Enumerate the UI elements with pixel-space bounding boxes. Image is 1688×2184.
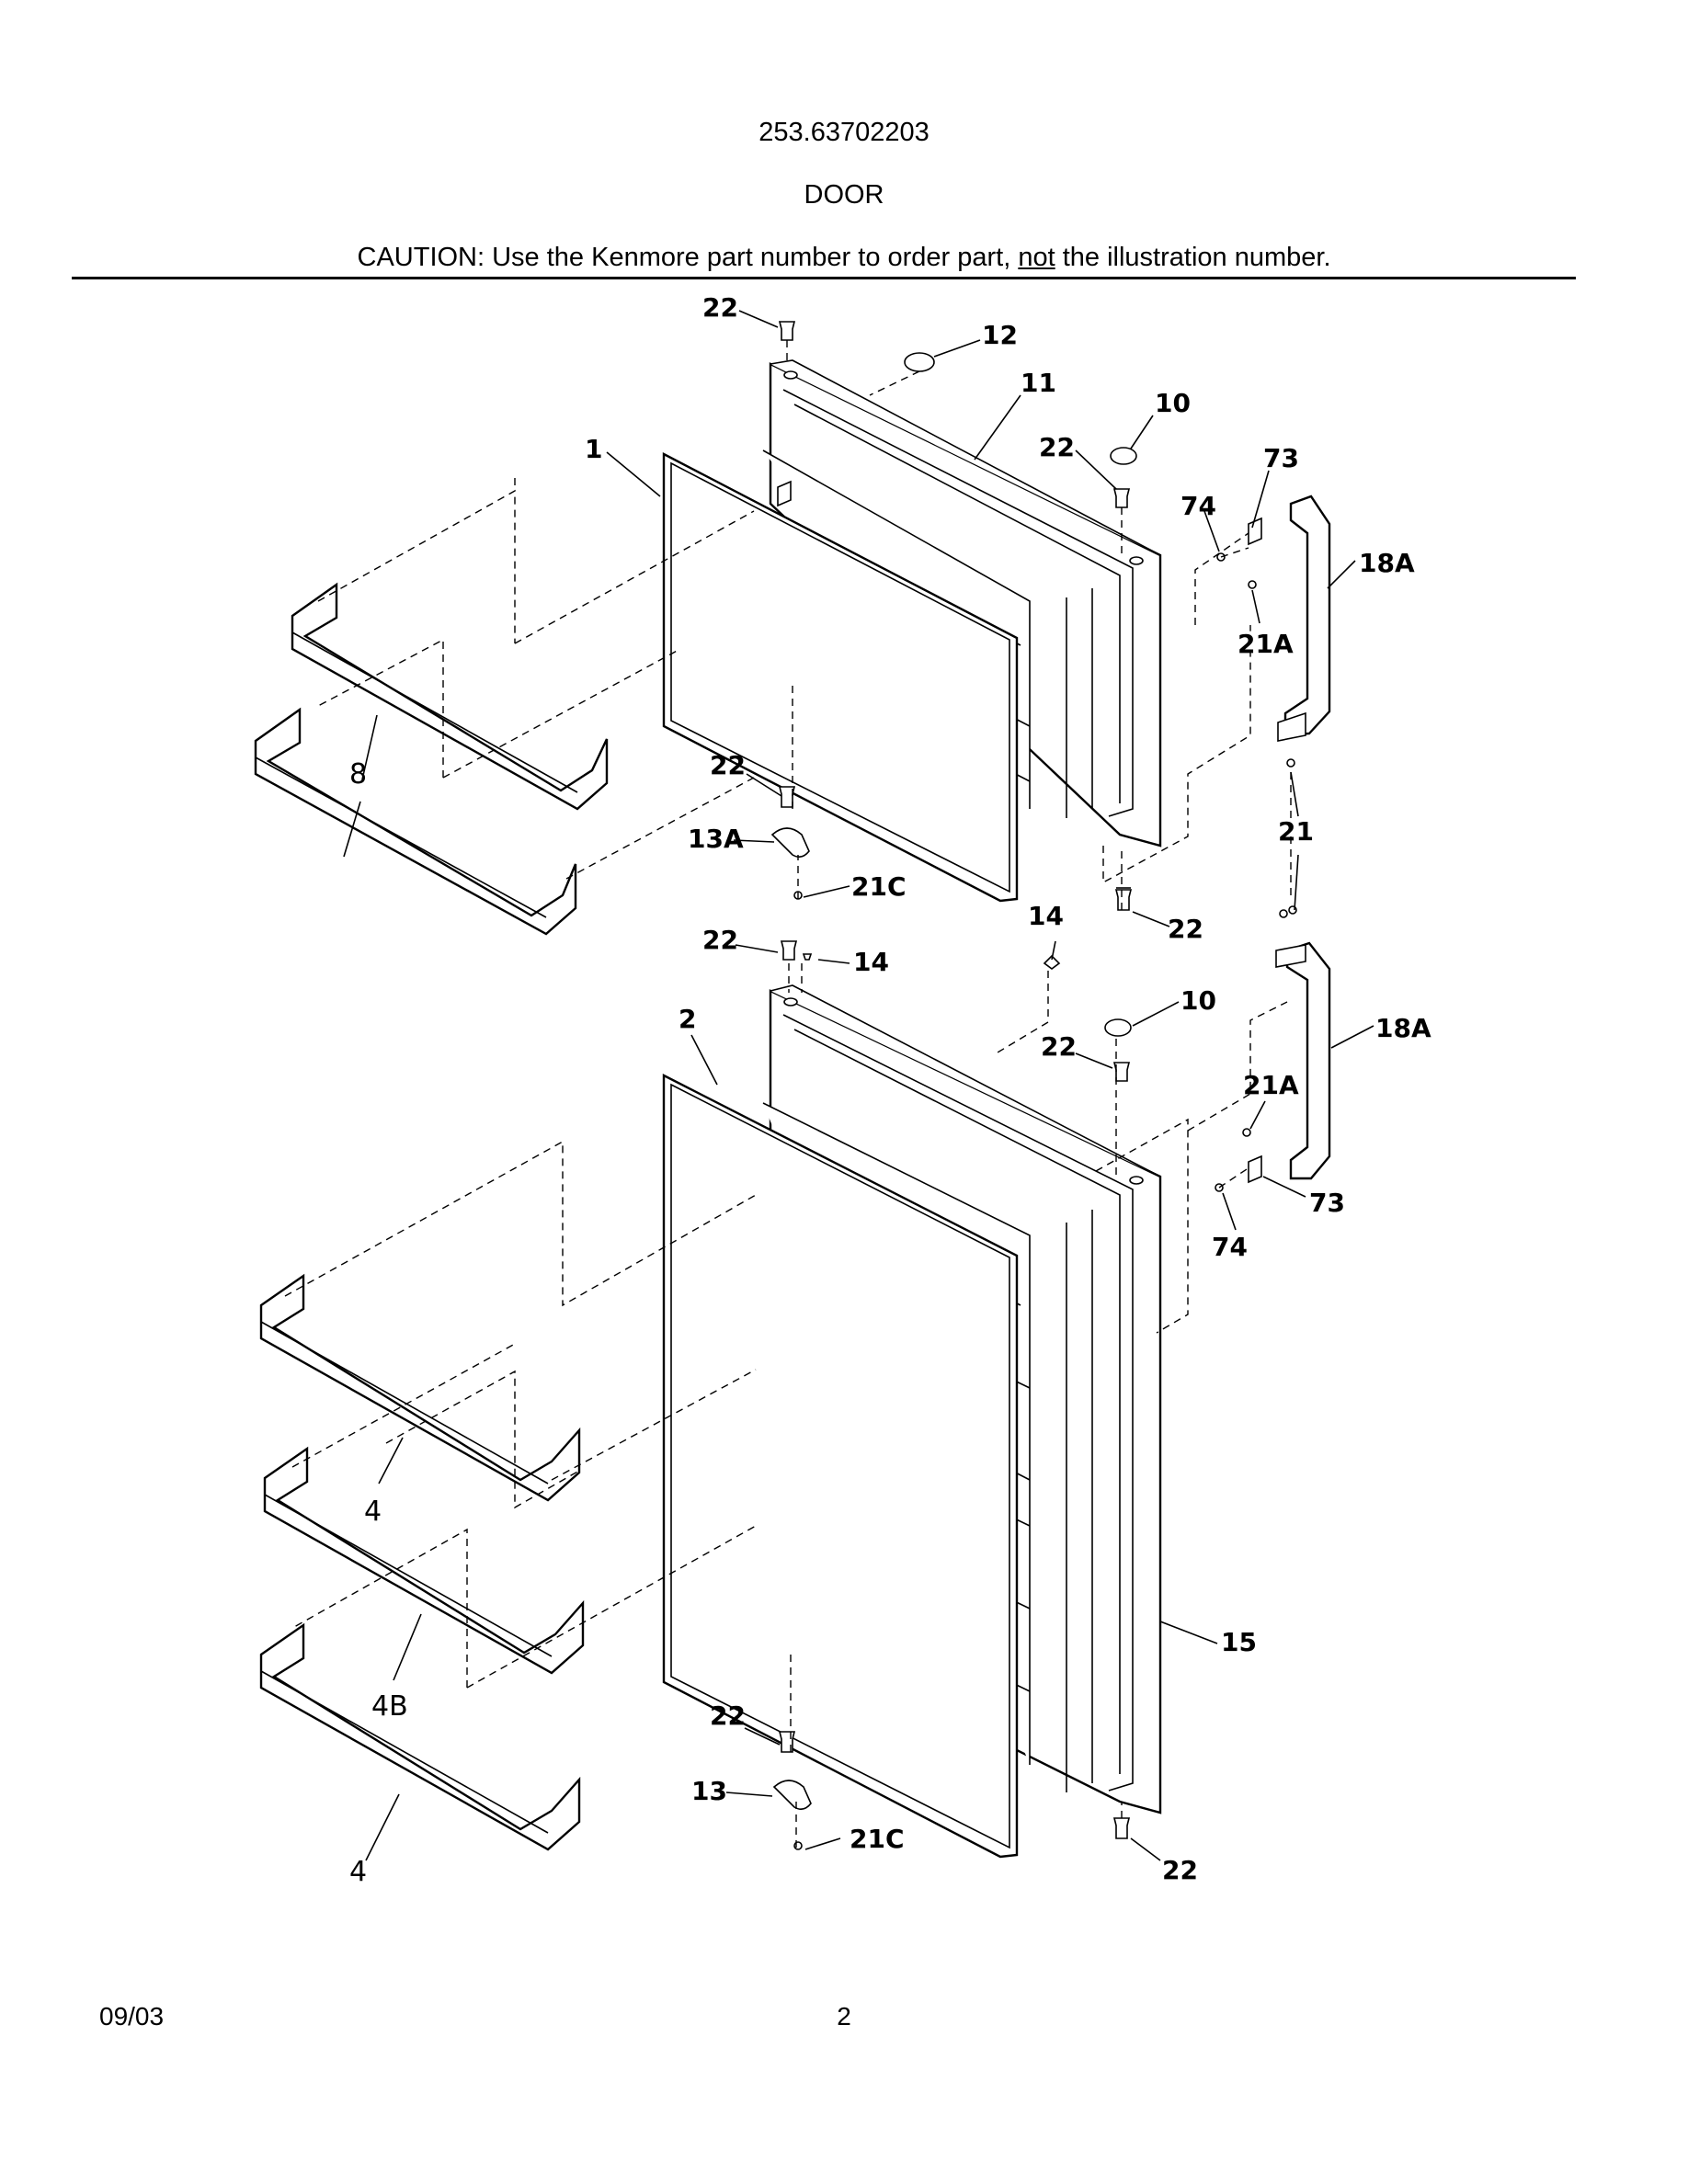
freezer-shelf-lower	[254, 707, 577, 936]
freezer-shelf-upper	[291, 582, 609, 811]
callout-21a-upper: 21A	[1237, 629, 1294, 659]
handle-upper	[1277, 495, 1331, 742]
callout-10-plug: 10	[1155, 388, 1191, 418]
callout-22-lower-right: 22	[1041, 1031, 1077, 1062]
callout-73-clip-lower: 73	[1309, 1188, 1345, 1218]
callout-2-fresh-gasket: 2	[679, 1004, 696, 1034]
callout-21c-lower: 21C	[850, 1824, 905, 1854]
callout-4-shelf-bottom: 4	[349, 1856, 367, 1888]
section-title: DOOR	[804, 180, 884, 210]
callout-4-shelf-top: 4	[364, 1496, 382, 1528]
callout-18a-handle-upper: 18A	[1359, 548, 1415, 578]
callout-22-mid-left: 22	[710, 750, 746, 780]
callout-22-bottom-left: 22	[710, 1701, 746, 1731]
callout-73-clip-upper: 73	[1263, 443, 1299, 473]
footer-date: 09/03	[99, 2002, 165, 2030]
door-shelf-4-top	[259, 1273, 581, 1502]
fresh-food-gasket	[662, 1074, 1019, 1859]
freezer-gasket	[662, 452, 1019, 903]
callout-4b-shelf: 4B	[371, 1690, 408, 1723]
caution-suffix: the illustration number.	[1055, 243, 1331, 272]
callout-15-fresh-door: 15	[1221, 1627, 1257, 1657]
leader-lines	[343, 310, 1374, 1861]
callout-18a-handle-lower: 18A	[1375, 1013, 1431, 1043]
callout-21a-lower: 21A	[1243, 1070, 1299, 1100]
callout-12-plug: 12	[982, 320, 1018, 350]
callout-14-mid: 14	[1028, 901, 1064, 931]
callout-74-lower: 74	[1212, 1232, 1248, 1262]
callout-22-top-hinge: 22	[702, 292, 738, 323]
assembly-dashed-lines	[284, 340, 1292, 1848]
door-shelf-4b	[263, 1446, 585, 1675]
callout-10-lower: 10	[1180, 985, 1216, 1016]
callout-11-freezer-door: 11	[1021, 368, 1056, 398]
callout-74-upper: 74	[1180, 491, 1216, 521]
caution-emphasis: not	[1018, 243, 1055, 272]
callout-22-lower-top: 22	[702, 925, 738, 955]
callout-22-top-right: 22	[1039, 432, 1075, 462]
callout-1-freezer-gasket: 1	[585, 434, 602, 464]
callout-labels: 22 12 11 10 22 1 73 74 18A 21A 8 21 22 1…	[349, 292, 1431, 1888]
header-rule	[72, 277, 1576, 279]
callout-21c-upper: 21C	[851, 871, 907, 902]
callout-14-lower: 14	[853, 947, 889, 977]
callout-8-freezer-shelves: 8	[349, 758, 367, 791]
door-shelf-4-bottom	[259, 1622, 581, 1851]
caution-prefix: CAUTION: Use the Kenmore part number to …	[357, 243, 1019, 272]
model-number: 253.63702203	[758, 118, 930, 147]
callout-21: 21	[1278, 816, 1314, 847]
callout-22-bottom-right: 22	[1162, 1855, 1198, 1885]
callout-13a-hinge: 13A	[688, 824, 744, 854]
footer-page-number: 2	[837, 2002, 851, 2030]
callout-13-hinge: 13	[691, 1776, 727, 1806]
small-fasteners	[770, 321, 1297, 1850]
caution-note: CAUTION: Use the Kenmore part number to …	[0, 243, 1688, 273]
callout-22-mid-right: 22	[1168, 914, 1203, 944]
handle-lower	[1275, 941, 1331, 1180]
